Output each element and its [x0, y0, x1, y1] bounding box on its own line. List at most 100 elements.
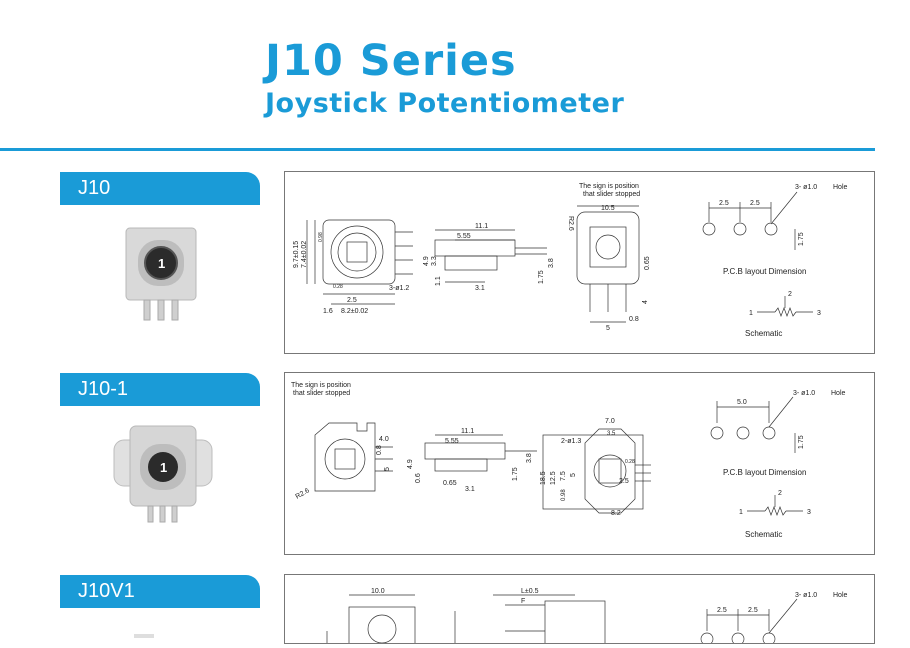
dim-text: 4: [642, 300, 649, 304]
section-tab-j10v1: J10V1: [60, 575, 260, 608]
dim-text: 0.6: [415, 473, 422, 483]
schematic-pin: 1: [749, 310, 753, 317]
pcb-layout-title: P.C.B layout Dimension: [723, 267, 806, 276]
dim-text: 2.5: [750, 200, 760, 207]
sign-note: The sign is position: [579, 183, 639, 190]
dim-text: 0.28: [333, 284, 343, 290]
schematic-pin: 3: [817, 310, 821, 317]
front-view-j10-1: [314, 422, 393, 492]
schematic-j10-1: [747, 495, 803, 516]
product-photo-j10v1: [134, 634, 154, 638]
pcb-layout-title: P.C.B layout Dimension: [723, 468, 806, 477]
dim-text: 2.5: [719, 200, 729, 207]
pcb-hole-suffix: Hole: [831, 390, 846, 397]
dim-text: 8.2±0.02: [341, 308, 368, 315]
dim-text: 0.98: [561, 489, 567, 501]
dim-text: 3.8: [548, 258, 555, 268]
svg-text:1: 1: [158, 256, 165, 271]
sign-note: that slider stopped: [583, 191, 640, 198]
dim-text: 2.5: [347, 297, 357, 304]
sign-note: that slider stopped: [293, 390, 350, 397]
dim-text: 7.0: [605, 418, 615, 425]
dim-text: 5.0: [737, 399, 747, 406]
schematic-pin: 1: [739, 509, 743, 516]
pcb-layout-j10-1: [710, 396, 796, 453]
dim-text: 5.55: [445, 438, 459, 445]
dim-text: 7.4±0.02: [301, 241, 308, 268]
header-divider: [0, 148, 875, 151]
schematic-title: Schematic: [745, 530, 782, 539]
dim-text: 5.55: [457, 233, 471, 240]
dim-text: 3.1: [475, 285, 485, 292]
dim-text: 3.5: [607, 431, 616, 437]
dim-text: 2.5: [748, 607, 758, 614]
section-tab-j10-1: J10-1: [60, 373, 260, 406]
drawing-panel-j10v1: 10.0 L±0.5 F 3- ø1.0 Hole 2.5 2.5: [284, 574, 875, 648]
dim-text: 4.9: [407, 459, 414, 469]
dim-text: 11.1: [475, 223, 488, 230]
dim-text: 2-ø1.3: [561, 438, 581, 445]
pcb-layout-j10v1: [700, 598, 798, 646]
dim-text: 9.7±0.15: [293, 241, 300, 268]
pcb-hole-suffix: Hole: [833, 592, 848, 599]
dim-text: 1.75: [512, 467, 519, 481]
section-tab-j10: J10: [60, 172, 260, 205]
svg-text:1: 1: [160, 460, 167, 475]
dim-text: 1.1: [435, 276, 442, 286]
pcb-layout-j10: [702, 191, 798, 250]
dim-text: 0.98: [318, 232, 324, 242]
pcb-hole-suffix: Hole: [833, 184, 848, 191]
dim-text: 5: [384, 467, 391, 471]
dim-text: 0.65: [443, 480, 457, 487]
dim-text: 3.3: [431, 256, 438, 266]
schematic-pin: 2: [788, 291, 792, 298]
dim-text: 4.9: [423, 256, 430, 266]
side-view-j10-1: [424, 434, 537, 472]
dim-text: 3.8: [526, 453, 533, 463]
product-photo-j10: 1: [125, 227, 197, 321]
product-photo-j10-1: 1: [113, 425, 213, 523]
dim-text: 2.5: [619, 478, 629, 485]
dim-text: 11.1: [461, 428, 474, 435]
schematic-pin: 2: [778, 490, 782, 497]
dim-text: 5: [570, 473, 577, 477]
dim-text: 8.2: [611, 510, 621, 517]
side-view-j10v1: [454, 594, 606, 646]
pcb-hole-label: 3- ø1.0: [795, 184, 817, 191]
drawing-panel-j10-1: The sign is position that slider stopped…: [284, 372, 875, 555]
dim-text: L±0.5: [521, 588, 539, 595]
dim-text: R2.6: [567, 216, 574, 231]
schematic-j10: [757, 296, 813, 317]
page-subtitle: Joystick Potentiometer: [265, 88, 625, 119]
dim-text: 12.5: [550, 471, 557, 485]
dim-text: 7.5: [560, 471, 567, 481]
front-view-j10: [306, 219, 413, 305]
top-view-j10: [576, 205, 640, 323]
dim-text: 1.6: [323, 308, 333, 315]
dim-text: 1.75: [798, 435, 805, 449]
side-view-j10: [434, 229, 547, 283]
dim-text: 3-ø1.2: [389, 285, 409, 292]
dim-text: 4.0: [379, 436, 389, 443]
dim-text: 0.8: [629, 316, 639, 323]
dim-text: R2.6: [295, 487, 311, 501]
dim-text: 3.1: [465, 486, 475, 493]
drawing-panel-j10: 9.7±0.15 7.4±0.02 0.98 0.28 2.5 1.6 8.2±…: [284, 171, 875, 354]
pcb-hole-label: 3- ø1.0: [795, 592, 817, 599]
dim-text: 1.75: [798, 232, 805, 246]
front-view-j10v1: [326, 594, 416, 648]
dim-text: 1.75: [538, 270, 545, 284]
schematic-pin: 3: [807, 509, 811, 516]
top-view-j10-1: [542, 428, 651, 514]
dim-text: 2.5: [717, 607, 727, 614]
page-title: J10 Series: [265, 36, 517, 86]
pcb-hole-label: 3- ø1.0: [793, 390, 815, 397]
dim-text: 0.65: [644, 256, 651, 270]
dim-text: 0.8: [376, 445, 383, 455]
schematic-title: Schematic: [745, 329, 782, 338]
dim-text: 0.28: [625, 459, 635, 465]
dim-text: F: [521, 598, 525, 605]
dim-text: 10.0: [371, 588, 385, 595]
dim-text: 5: [606, 325, 610, 332]
sign-note: The sign is position: [291, 382, 351, 389]
